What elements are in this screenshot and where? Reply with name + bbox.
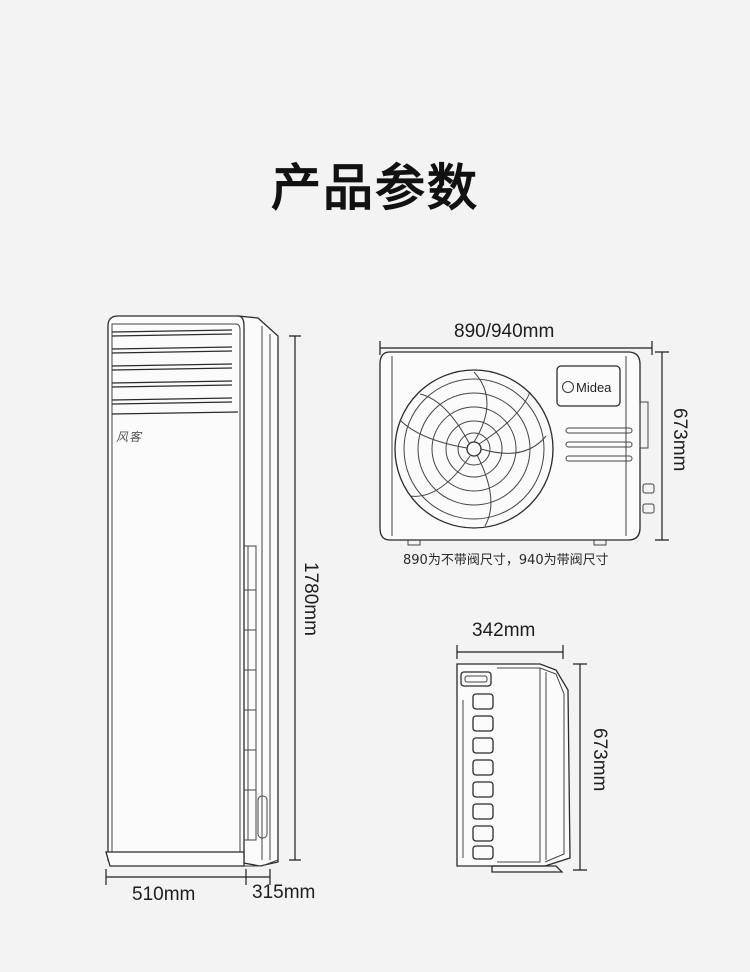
outdoor-dimensions bbox=[379, 341, 669, 541]
indoor-dimensions bbox=[105, 335, 301, 885]
indoor-depth-label: 315mm bbox=[252, 882, 316, 903]
indoor-height-label: 1780mm bbox=[300, 562, 321, 636]
side-depth-label: 342mm bbox=[472, 620, 536, 641]
brand-logo: Midea bbox=[562, 378, 616, 396]
indoor-unit-drawing bbox=[105, 315, 279, 867]
brand-logo-mark bbox=[562, 381, 574, 393]
side-dimensions bbox=[456, 645, 587, 871]
outdoor-side-drawing bbox=[456, 663, 571, 873]
valve-size-note: 890为不带阀尺寸，940为带阀尺寸 bbox=[403, 553, 609, 568]
brand-name: Midea bbox=[576, 379, 612, 395]
indoor-logo: 风客 bbox=[116, 430, 143, 444]
outdoor-height-label: 673mm bbox=[669, 408, 690, 472]
outdoor-unit-drawing bbox=[379, 351, 655, 546]
side-height-label: 673mm bbox=[589, 728, 610, 792]
indoor-width-label: 510mm bbox=[132, 884, 196, 905]
outdoor-width-label: 890/940mm bbox=[454, 321, 555, 342]
page-title: 产品参数 bbox=[271, 159, 479, 217]
